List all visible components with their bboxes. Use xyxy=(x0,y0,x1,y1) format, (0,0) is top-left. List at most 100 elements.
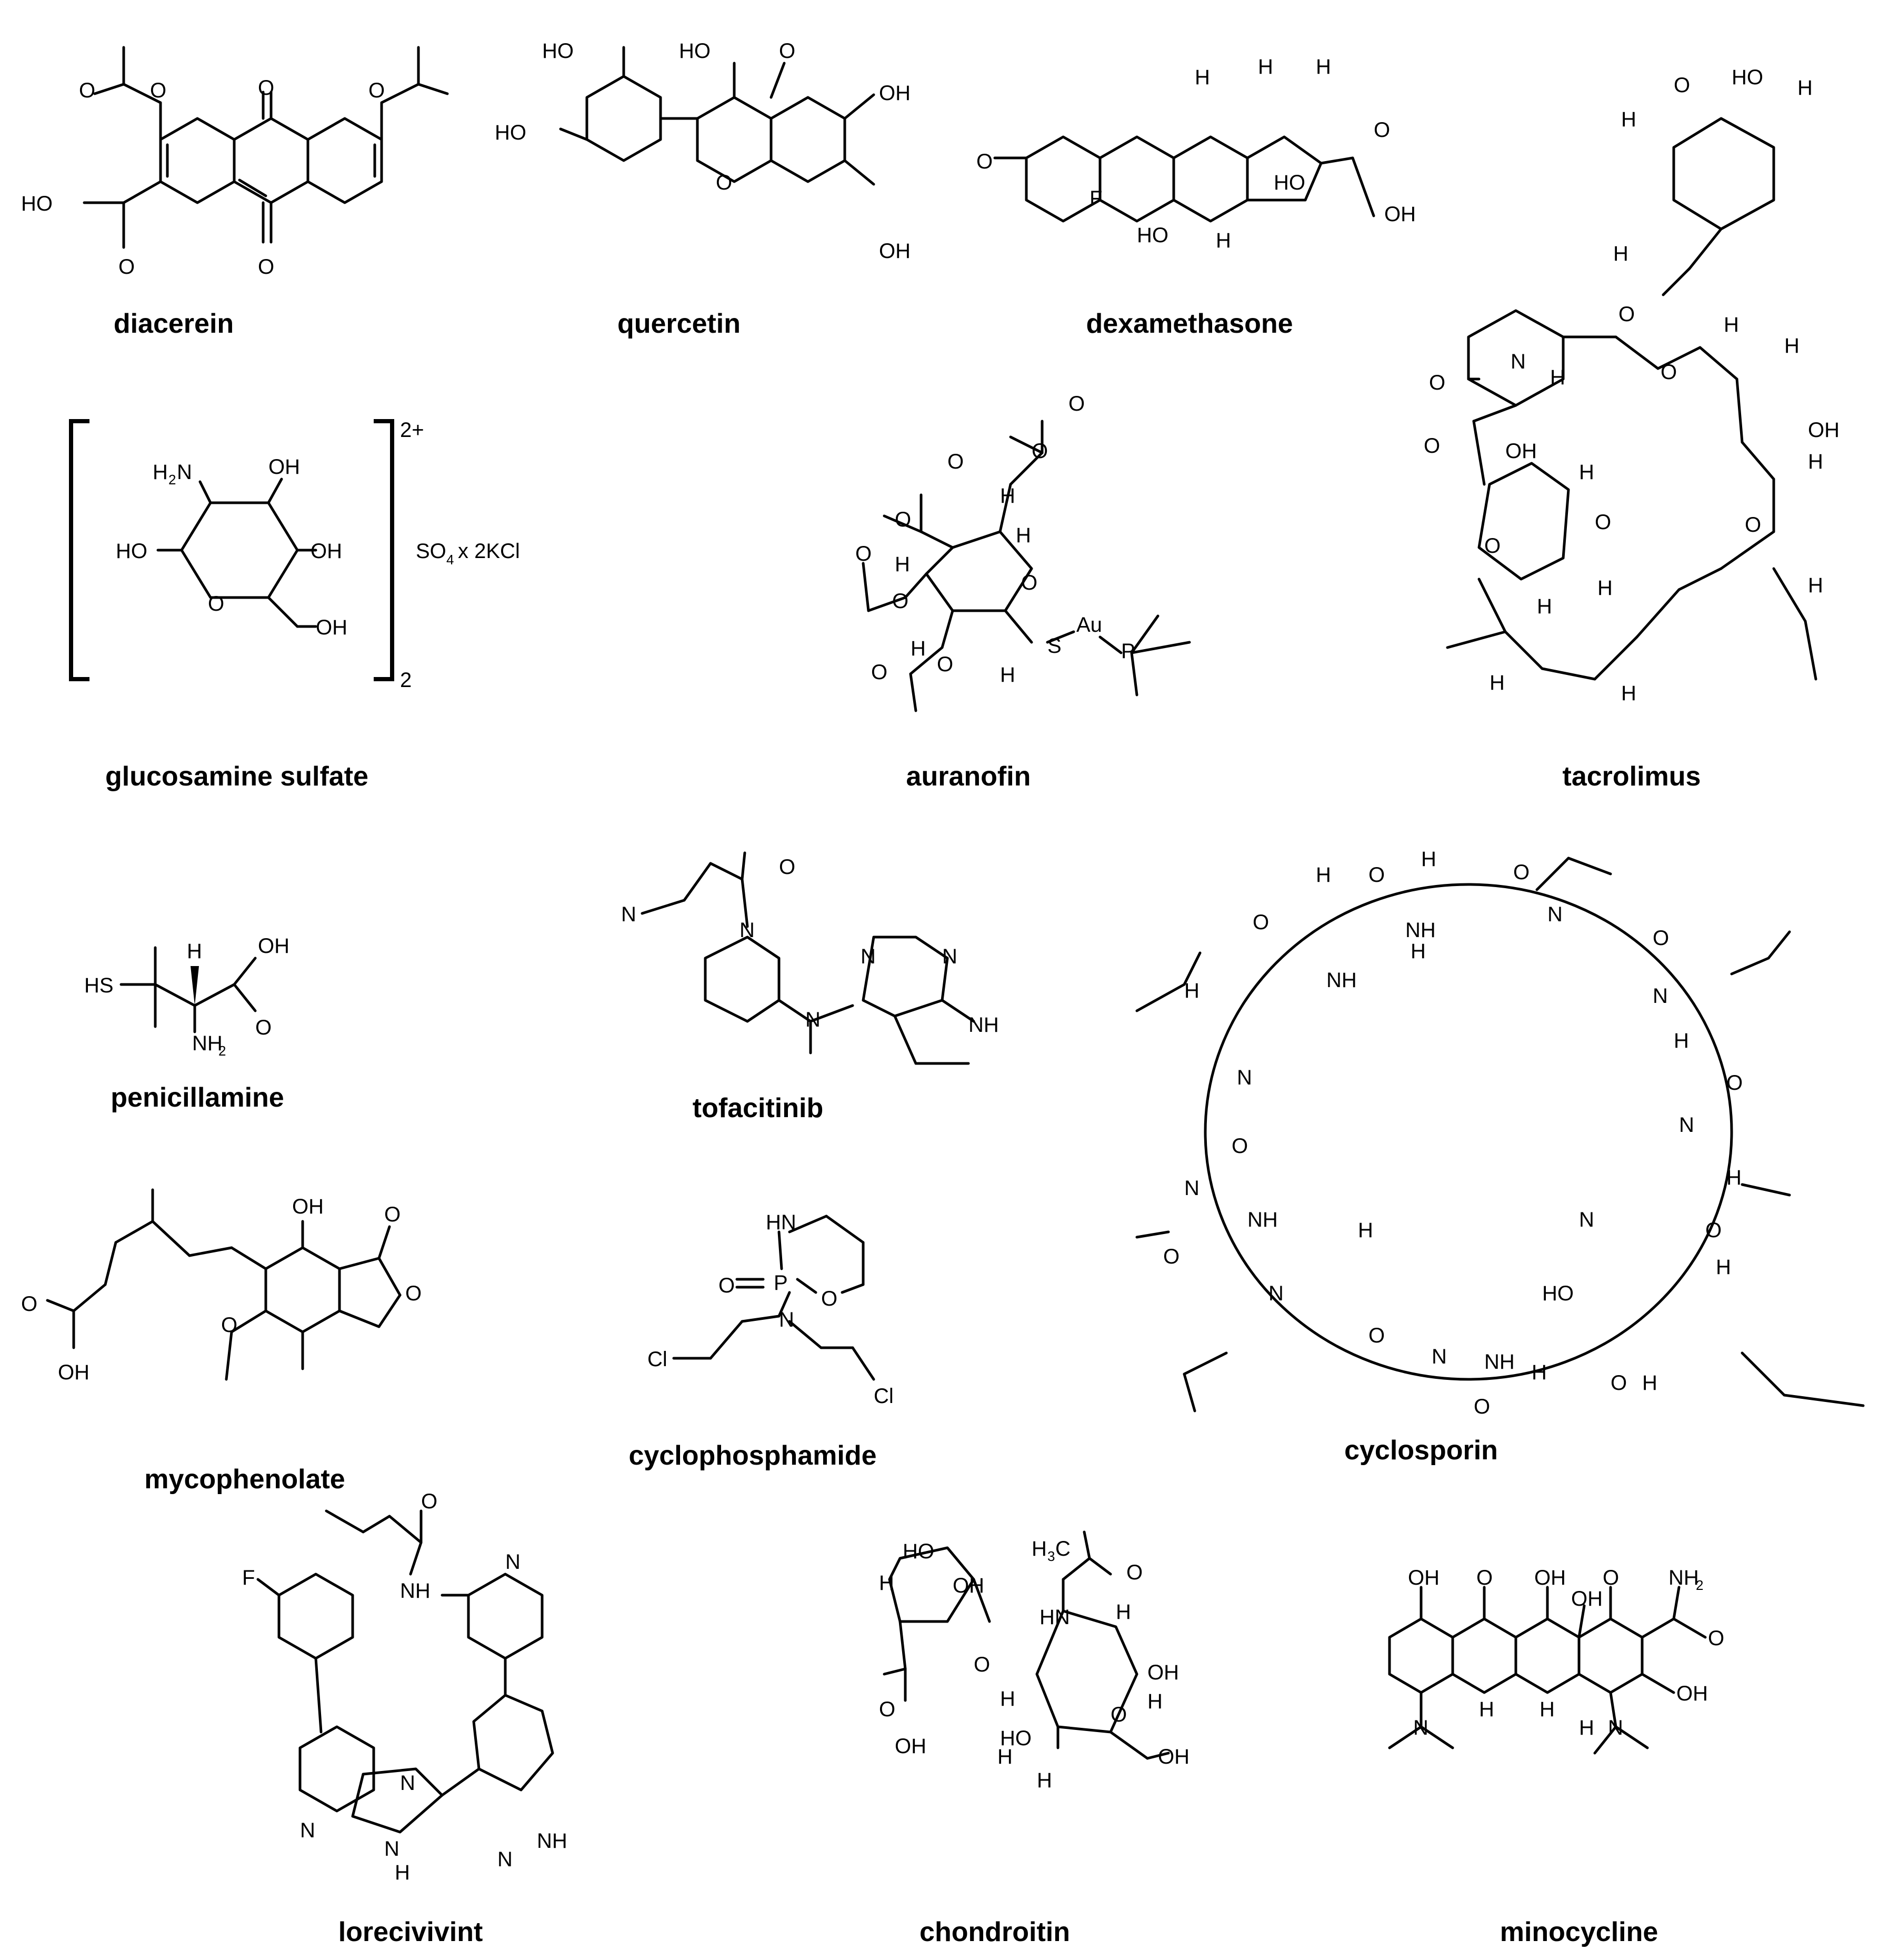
compound-name-quercetin: quercetin xyxy=(617,309,741,339)
svg-text:SO: SO xyxy=(416,540,446,563)
svg-text:H: H xyxy=(1195,66,1210,89)
svg-text:O: O xyxy=(821,1287,837,1310)
compound-tacrolimus: O HO H H H N H O O H H O OH H O OH H O H… xyxy=(1395,0,1879,816)
compound-mycophenolate: OH O O O OH O mycophenolate xyxy=(0,1158,500,1506)
svg-text:O: O xyxy=(1232,1135,1248,1158)
compound-minocycline: OH O OH OH O NH 2 O OH H H H N N minocyc… xyxy=(1368,1500,1879,1960)
svg-text:H: H xyxy=(1797,76,1813,100)
svg-text:O: O xyxy=(221,1314,237,1337)
svg-text:H: H xyxy=(1532,1361,1547,1384)
svg-text:O: O xyxy=(976,150,993,173)
compound-dexamethasone: O F HO H H H H HO O OH dexamethasone xyxy=(974,0,1447,342)
svg-text:Au: Au xyxy=(1076,613,1102,636)
svg-text:O: O xyxy=(150,79,166,102)
structure-glucosamine-sulfate: H 2 N OH HO OH O OH SO 4 x 2KCl 2+ 2 xyxy=(69,419,520,692)
svg-text:H: H xyxy=(1000,663,1015,687)
compound-auranofin: O O O O H H O H O O H S H Au P O O auran… xyxy=(789,390,1263,800)
structure-tofacitinib: N O N N N N NH xyxy=(621,851,999,1065)
svg-text:O: O xyxy=(718,1274,735,1297)
svg-text:H: H xyxy=(1579,1716,1594,1739)
svg-text:H: H xyxy=(1621,108,1636,131)
svg-text:H: H xyxy=(1000,484,1015,508)
compound-name-cyclosporin: cyclosporin xyxy=(1344,1435,1498,1466)
svg-text:HO: HO xyxy=(679,39,711,63)
svg-text:O: O xyxy=(947,450,964,473)
svg-text:OH: OH xyxy=(1534,1566,1566,1589)
svg-text:O: O xyxy=(1253,911,1269,934)
svg-text:O: O xyxy=(1126,1561,1143,1584)
structure-dexamethasone: O F HO H H H H HO O OH xyxy=(976,55,1416,252)
svg-text:HO: HO xyxy=(116,540,147,563)
svg-text:N: N xyxy=(739,919,755,942)
structure-minocycline: OH O OH OH O NH 2 O OH H H H N N xyxy=(1388,1566,1724,1755)
svg-text:F: F xyxy=(1090,187,1102,210)
svg-text:HO: HO xyxy=(495,121,526,144)
svg-text:O: O xyxy=(1474,1395,1490,1418)
svg-text:O: O xyxy=(1111,1703,1127,1726)
svg-text:O: O xyxy=(1653,927,1669,950)
svg-text:H: H xyxy=(1540,1698,1555,1721)
svg-text:N: N xyxy=(861,945,876,968)
svg-text:HO: HO xyxy=(1732,66,1763,89)
svg-text:O: O xyxy=(1674,74,1690,97)
svg-text:NH: NH xyxy=(1405,919,1436,942)
svg-text:Cl: Cl xyxy=(874,1385,894,1408)
svg-text:H: H xyxy=(187,940,202,963)
svg-text:NH: NH xyxy=(1247,1208,1278,1231)
svg-text:OH: OH xyxy=(292,1195,324,1218)
svg-text:OH: OH xyxy=(1676,1682,1708,1705)
svg-text:OH: OH xyxy=(1147,1661,1179,1684)
svg-text:OH: OH xyxy=(258,934,289,958)
svg-text:H: H xyxy=(1613,242,1628,265)
svg-text:NH: NH xyxy=(968,1013,999,1037)
svg-text:O: O xyxy=(1374,118,1390,142)
svg-text:HO: HO xyxy=(1137,224,1168,247)
svg-text:S: S xyxy=(1047,634,1062,658)
svg-text:H: H xyxy=(1316,55,1331,78)
compound-cyclosporin: H O H O N NH H O NH H N O N H O N H NH O… xyxy=(1105,816,1879,1485)
svg-text:OH: OH xyxy=(895,1735,926,1758)
svg-text:4: 4 xyxy=(446,552,454,568)
svg-text:H: H xyxy=(1716,1256,1731,1279)
svg-text:F: F xyxy=(242,1566,255,1589)
svg-text:NH: NH xyxy=(1326,969,1357,992)
compound-tofacitinib: N O N N N N NH tofacitinib xyxy=(579,842,1053,1137)
svg-text:HO: HO xyxy=(1000,1727,1032,1750)
svg-text:H: H xyxy=(1642,1371,1657,1395)
svg-text:N: N xyxy=(1608,1716,1623,1739)
svg-text:O: O xyxy=(1726,1071,1743,1095)
svg-text:O: O xyxy=(1484,534,1501,558)
svg-text:O: O xyxy=(1163,1245,1180,1268)
compound-name-minocycline: minocycline xyxy=(1500,1917,1658,1947)
svg-text:O: O xyxy=(118,255,135,278)
svg-text:O: O xyxy=(384,1203,401,1226)
svg-text:H: H xyxy=(997,1745,1013,1768)
svg-text:H: H xyxy=(153,461,168,484)
svg-text:OH: OH xyxy=(879,82,911,105)
svg-text:O: O xyxy=(1661,361,1677,384)
svg-text:H: H xyxy=(1490,671,1505,694)
svg-text:O: O xyxy=(1368,863,1385,887)
svg-text:H: H xyxy=(1724,313,1739,336)
svg-text:O: O xyxy=(779,855,795,879)
svg-text:O: O xyxy=(1708,1627,1724,1650)
compound-glucosamine-sulfate: H 2 N OH HO OH O OH SO 4 x 2KCl 2+ 2 glu… xyxy=(0,390,579,800)
svg-text:N: N xyxy=(942,945,957,968)
svg-text:OH: OH xyxy=(1384,203,1416,226)
svg-text:NH: NH xyxy=(400,1579,431,1603)
svg-text:O: O xyxy=(1032,440,1048,463)
svg-text:H: H xyxy=(1550,366,1565,389)
svg-text:P: P xyxy=(1121,640,1135,663)
svg-text:O: O xyxy=(871,661,887,684)
svg-text:O: O xyxy=(1618,303,1635,326)
svg-text:H: H xyxy=(1726,1166,1742,1189)
structure-cyclosporin: H O H O N NH H O NH H N O N H O N H NH O… xyxy=(1135,848,1865,1418)
svg-text:OH: OH xyxy=(953,1574,984,1597)
svg-text:OH: OH xyxy=(316,616,347,639)
svg-text:OH: OH xyxy=(1158,1745,1190,1768)
compound-chondroitin: HO H OH H 3 C O HN H O OH H H O O HO H O… xyxy=(789,1500,1263,1960)
compound-name-tofacitinib: tofacitinib xyxy=(692,1093,824,1123)
svg-text:H: H xyxy=(1597,576,1613,600)
compound-lorecivivint: O NH N F N N N H N NH lorecivivint xyxy=(211,1490,684,1960)
structure-cyclophosphamide: HN O P O N Cl Cl xyxy=(647,1211,894,1408)
